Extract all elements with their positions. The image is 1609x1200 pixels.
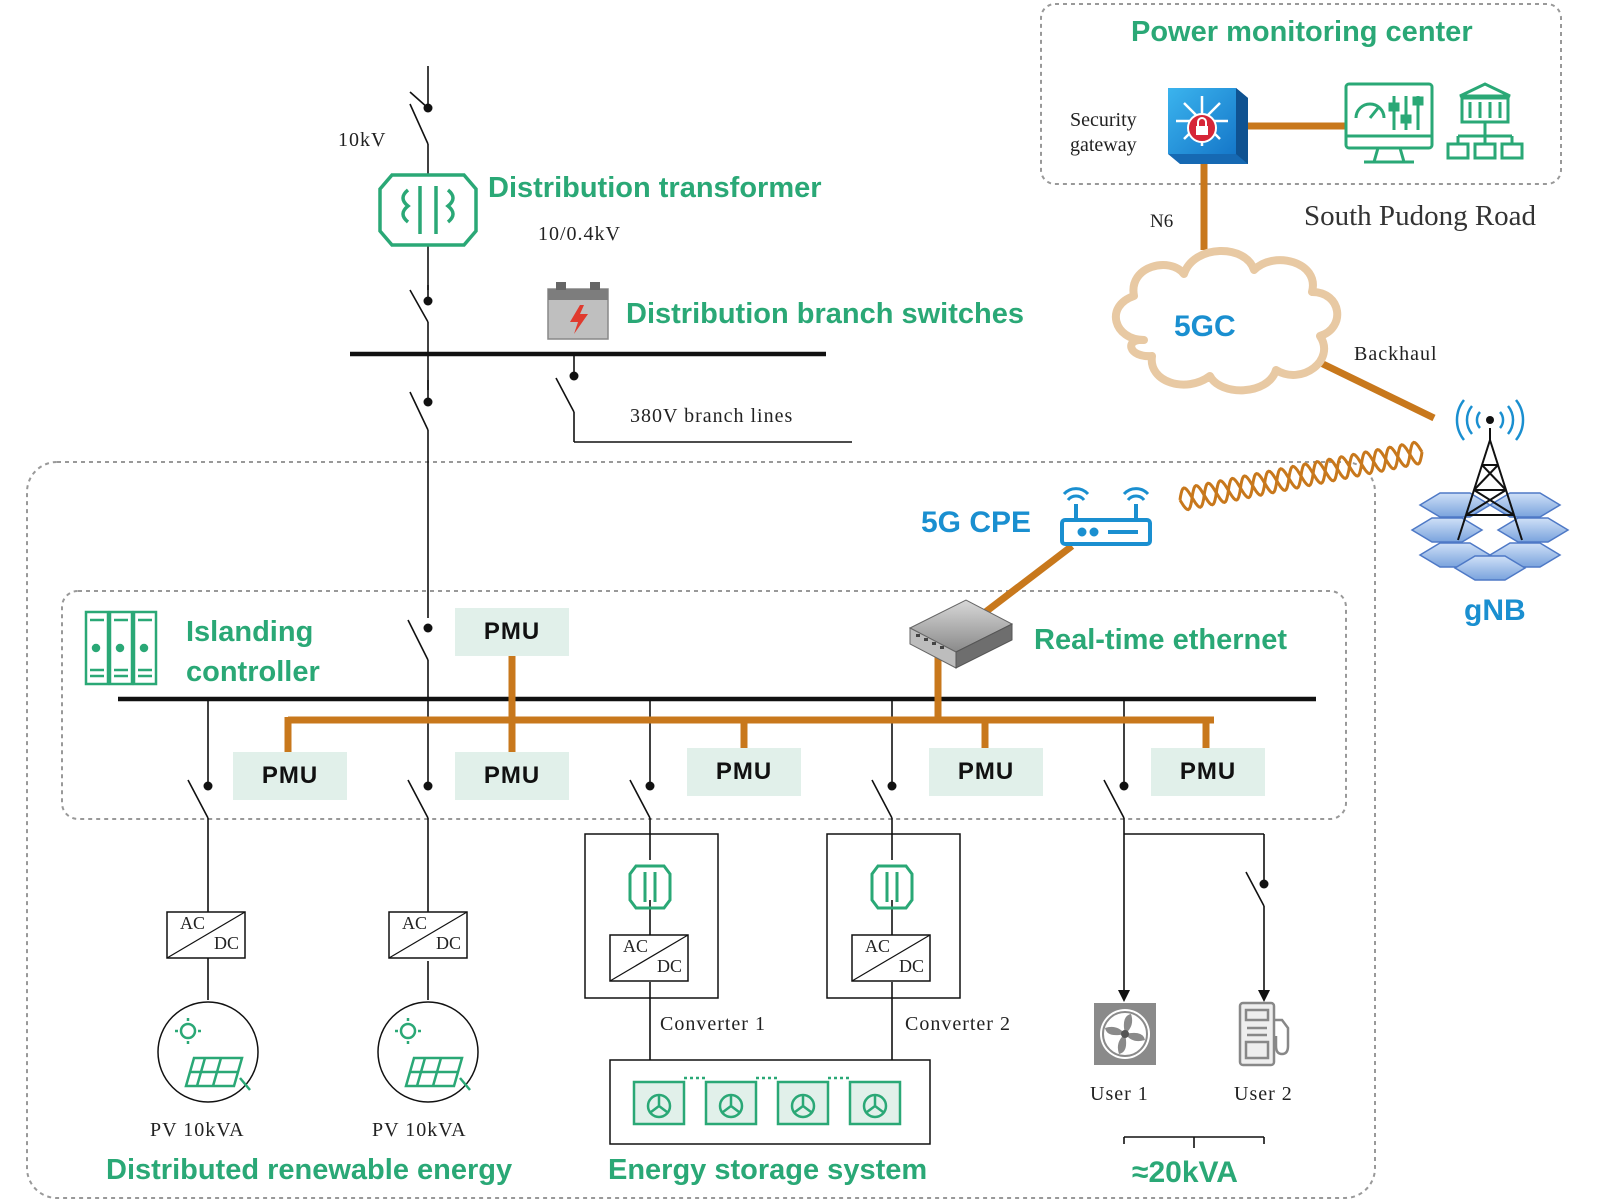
converter-1-label: Converter 1 [660, 1013, 766, 1035]
controller-cabinet-icon [84, 610, 158, 686]
distribution-transformer-label: Distribution transformer [488, 172, 822, 204]
ac-label: AC [180, 913, 206, 933]
battery-bank [632, 1076, 902, 1126]
dc-label: DC [214, 933, 240, 953]
server-network-icon [1446, 82, 1524, 160]
power-monitoring-center-title: Power monitoring center [1131, 16, 1473, 48]
feeder-branches [187, 699, 1265, 1148]
distribution-branch-switches-label: Distribution branch switches [626, 298, 1024, 330]
transformer-icon [870, 864, 914, 910]
pmu-box: PMU [1151, 748, 1265, 796]
user-2-label: User 2 [1234, 1083, 1293, 1105]
ac-label: AC [623, 936, 649, 956]
user-1-label: User 1 [1090, 1083, 1149, 1105]
voltage-label: 10kV [338, 129, 387, 151]
charging-station-icon [1238, 1001, 1290, 1067]
load-total-label: ≈20kVA [1132, 1156, 1238, 1189]
converter-2-label: Converter 2 [905, 1013, 1011, 1035]
fan-icon [1094, 1003, 1156, 1065]
converter-1-frame [584, 833, 719, 999]
location-label: South Pudong Road [1304, 200, 1537, 232]
islanding-controller-label-line2: controller [186, 656, 320, 688]
cpe-label: 5G CPE [921, 506, 1032, 539]
n6-interface-label: N6 [1150, 211, 1174, 232]
transformer-ratio-label: 10/0.4kV [538, 223, 621, 245]
acdc-box-1 [166, 911, 246, 959]
backhaul-label: Backhaul [1354, 343, 1438, 365]
acdc-box-4 [851, 934, 931, 982]
acdc-box-2 [388, 911, 468, 959]
cloud-icon [1111, 247, 1342, 395]
battery-icon [547, 282, 609, 340]
dc-label: DC [657, 956, 683, 976]
ac-label: AC [402, 913, 428, 933]
main-feeder [407, 66, 429, 1000]
security-gateway-label-line1: Security [1070, 109, 1137, 131]
branch-lines-label: 380V branch lines [630, 405, 794, 427]
solar-panel-icon [377, 1001, 479, 1103]
pmu-box: PMU [455, 608, 569, 656]
pmu-box: PMU [455, 752, 569, 800]
converter-2-frame [826, 833, 961, 999]
pmu-box: PMU [687, 748, 801, 796]
security-gateway-icon [1168, 88, 1248, 164]
islanding-controller-label-line1: Islanding [186, 616, 314, 648]
transformer-icon [378, 173, 478, 247]
islanding-controller-label: Islanding controller [186, 612, 320, 692]
energy-storage-system-label: Energy storage system [608, 1154, 928, 1186]
core-network-label: 5GC [1174, 310, 1236, 343]
pmu-box: PMU [929, 748, 1043, 796]
dc-label: DC [899, 956, 925, 976]
pmu-box: PMU [233, 752, 347, 800]
microgrid-frame [26, 461, 1376, 1199]
comm-links [284, 122, 1436, 752]
ethernet-switch-icon [908, 599, 1014, 669]
router-icon [1060, 487, 1152, 546]
pv-1-label: PV 10kVA [150, 1119, 245, 1141]
monitor-console-icon [1344, 82, 1434, 164]
solar-panel-icon [157, 1001, 259, 1103]
security-gateway-label-line2: gateway [1070, 134, 1137, 156]
transformer-icon [628, 864, 672, 910]
wireless-link [1178, 440, 1424, 512]
security-gateway-label: Security gateway [1070, 108, 1137, 158]
branch-line-switch [555, 354, 852, 443]
pv-2-label: PV 10kVA [372, 1119, 467, 1141]
cell-tower-icon [1410, 399, 1570, 581]
gnb-label: gNB [1464, 594, 1526, 627]
real-time-ethernet-label: Real-time ethernet [1034, 624, 1288, 656]
acdc-box-3 [609, 934, 689, 982]
ac-label: AC [865, 936, 891, 956]
islanding-region-frame [61, 590, 1347, 820]
dc-label: DC [436, 933, 462, 953]
distributed-renewable-energy-label: Distributed renewable energy [106, 1154, 513, 1186]
